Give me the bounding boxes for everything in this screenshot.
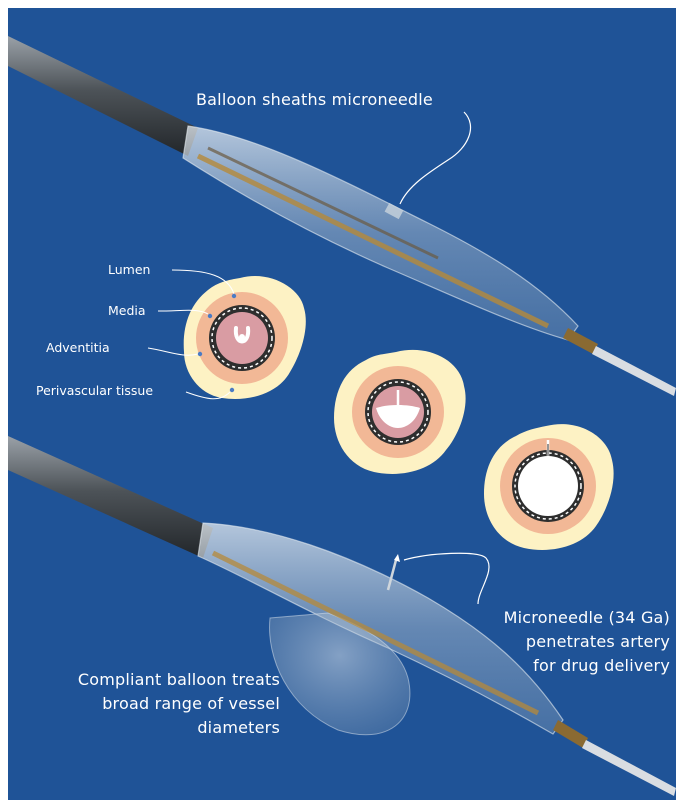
label-microneedle: Microneedle (34 Ga) penetrates artery fo… [504, 606, 670, 678]
label-compliant-balloon: Compliant balloon treats broad range of … [28, 668, 280, 740]
bottom-guidewire [582, 740, 676, 796]
cross-section-3 [484, 424, 614, 550]
label-adventitia: Adventitia [46, 340, 110, 355]
label-compliant-line1: Compliant balloon treats [28, 668, 280, 692]
top-guidewire [592, 346, 676, 396]
figure-panel: Balloon sheaths microneedle Lumen Media … [8, 8, 676, 800]
label-compliant-line2: broad range of vessel [28, 692, 280, 716]
bottom-catheter-shaft [8, 436, 213, 558]
cross-section-2 [334, 350, 466, 474]
leader-line-balloon-sheaths [400, 112, 471, 204]
label-media: Media [108, 303, 146, 318]
bottom-marker-band [553, 720, 588, 748]
label-perivascular-tissue: Perivascular tissue [36, 383, 153, 398]
label-microneedle-line2: penetrates artery [504, 630, 670, 654]
label-compliant-line3: diameters [28, 716, 280, 740]
label-balloon-sheaths: Balloon sheaths microneedle [196, 90, 433, 109]
label-lumen: Lumen [108, 262, 150, 277]
label-microneedle-line3: for drug delivery [504, 654, 670, 678]
label-microneedle-line1: Microneedle (34 Ga) [504, 606, 670, 630]
cross-section-1 [184, 276, 306, 399]
top-marker-band [563, 328, 598, 354]
top-catheter-shaft [8, 36, 198, 156]
inflated-balloon-3 [518, 456, 578, 516]
